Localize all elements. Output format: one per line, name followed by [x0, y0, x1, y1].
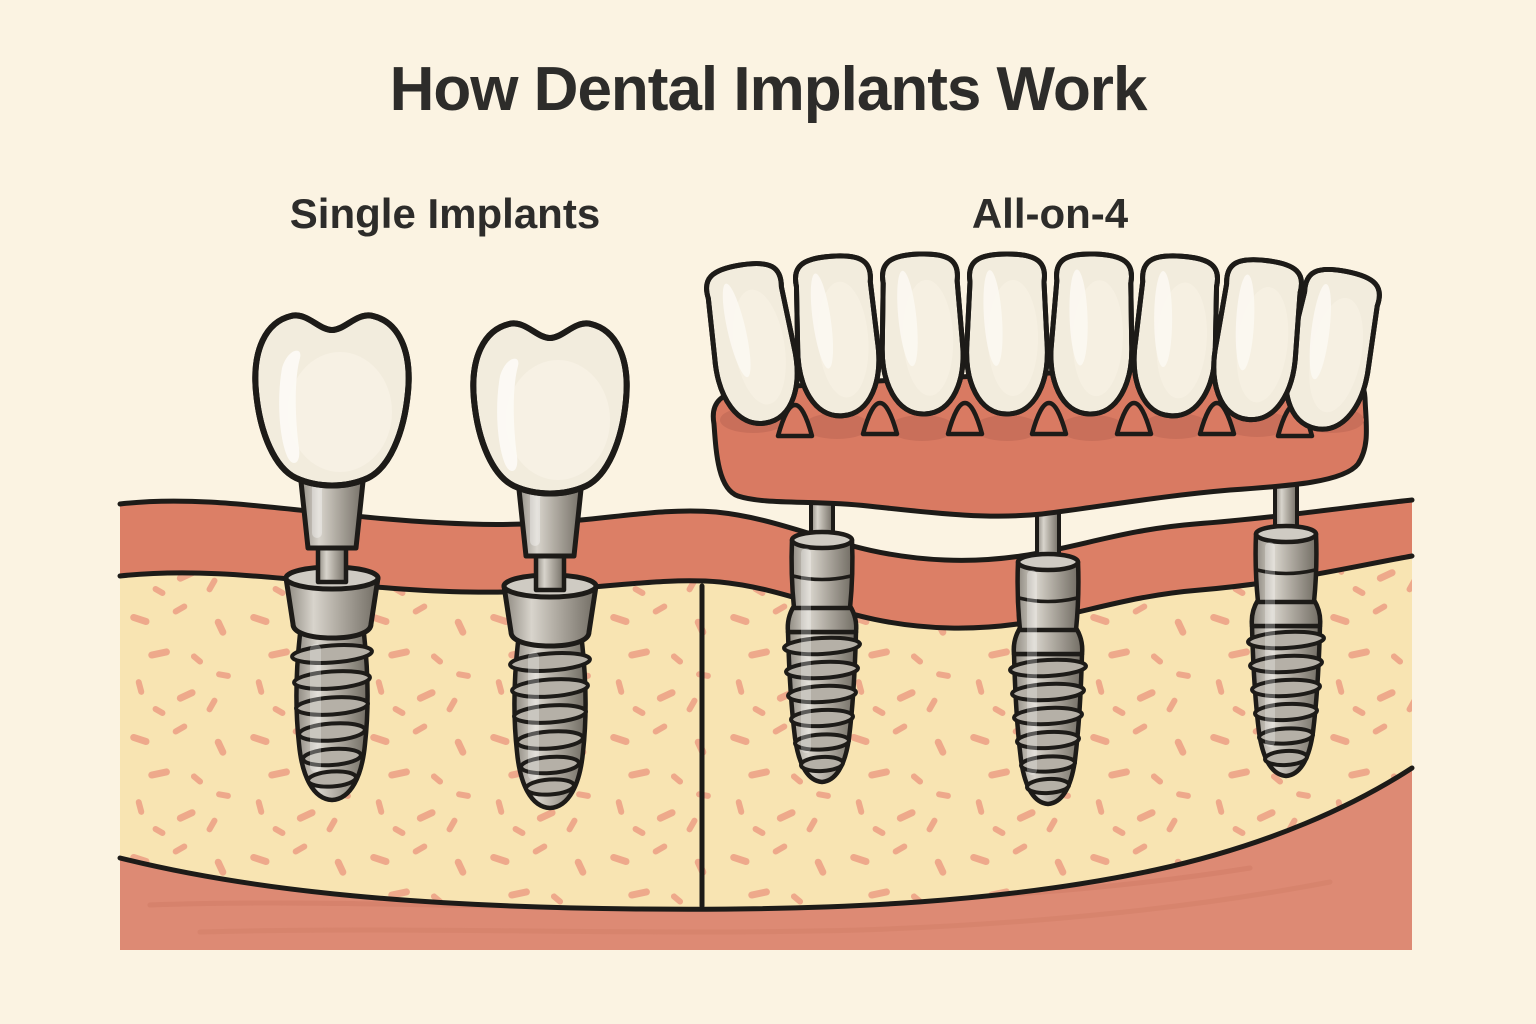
bridge-tooth [967, 254, 1048, 414]
all-on-4-implant-3 [1248, 526, 1325, 776]
all-on-4-bridge [701, 253, 1386, 519]
all-on-4-implant-2 [1010, 554, 1087, 804]
bridge-tooth [879, 253, 965, 416]
jawbone-speckle-texture [120, 556, 1412, 910]
all-on-4-group [701, 253, 1386, 804]
bridge-tooth [1049, 253, 1135, 416]
section-label-single-implants: Single Implants [289, 190, 601, 237]
gum-band [120, 500, 1412, 629]
page-title: How Dental Implants Work [389, 55, 1148, 124]
bridge-tooth [1130, 253, 1222, 418]
bridge-tooth [791, 253, 883, 418]
section-label-all-on-4: All-on-4 [971, 190, 1129, 237]
jawbone-bottom-outline [117, 765, 1415, 912]
tissue-cross-section [117, 497, 1415, 950]
all-on-4-implant-1 [784, 532, 861, 782]
